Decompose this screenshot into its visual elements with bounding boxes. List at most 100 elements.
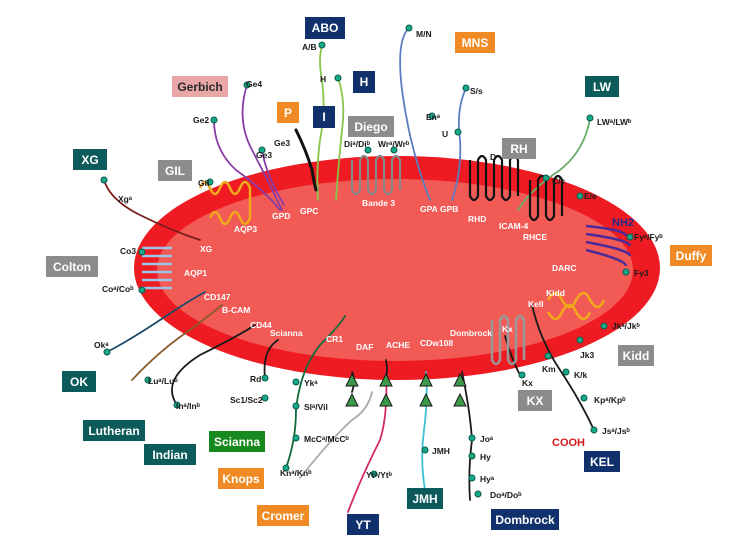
node-hy xyxy=(468,452,476,460)
node-yk xyxy=(292,378,300,386)
node-lw xyxy=(586,114,594,122)
mn-stem xyxy=(399,27,431,201)
antigen-cc: C/c xyxy=(552,176,566,186)
antigen-hy: Hy xyxy=(480,452,491,462)
antigen-kx: Kx xyxy=(522,378,533,388)
antigen-fy: Fyᵃ/Fyᵇ xyxy=(634,232,663,242)
node-js xyxy=(590,426,598,434)
protein-ache: ACHE xyxy=(386,340,410,350)
system-scianna: Scianna xyxy=(209,431,265,452)
antigen-sc: Sc1/Sc2 xyxy=(230,395,263,405)
system-p: P xyxy=(277,102,299,123)
node-lu xyxy=(144,376,152,384)
antigen-dia: Diᵃ/Diᵇ xyxy=(344,139,371,149)
system-knops: Knops xyxy=(218,468,264,489)
node-ss xyxy=(462,84,470,92)
node-ena xyxy=(428,112,436,120)
antigen-lw: LWᵃ/LWᵇ xyxy=(597,117,632,127)
antigen-km: Km xyxy=(542,364,556,374)
antigen-d: D xyxy=(490,152,496,162)
antigen-ge3b: Ge3 xyxy=(256,150,272,160)
protein-kx: Kx xyxy=(502,324,513,334)
ache-anchor xyxy=(379,372,393,407)
kidd-loops xyxy=(546,291,606,321)
antigen-coa: Coᵃ/Coᵇ xyxy=(102,284,134,294)
protein-rhce: RHCE xyxy=(523,232,547,242)
antigen-h: H xyxy=(320,74,326,84)
antigen-jk: Jkᵃ/Jkᵇ xyxy=(612,321,640,331)
antigen-wra: Wrᵃ/Wrᵇ xyxy=(378,139,410,149)
system-colton: Colton xyxy=(46,256,98,277)
membrane-inner xyxy=(157,179,633,361)
protein-cd147: CD147 xyxy=(204,292,231,302)
system-lw: LW xyxy=(585,76,619,97)
protein-aqp3: AQP3 xyxy=(234,224,257,234)
gerbich-ge4-stem xyxy=(241,84,283,211)
antigen-ok: Okᵃ xyxy=(94,340,109,350)
antigen-jk3: Jk3 xyxy=(580,350,594,360)
antigen-u: U xyxy=(442,129,448,139)
node-dia xyxy=(364,146,372,154)
gpi-anchors xyxy=(345,372,467,407)
protein-gpd: GPD xyxy=(272,211,290,221)
protein-rhd: RHD xyxy=(468,214,486,224)
xg-stem xyxy=(103,179,201,241)
system-ok: OK xyxy=(62,371,96,392)
kx-loops xyxy=(490,314,526,366)
antigen-ge4: Ge4 xyxy=(246,79,262,89)
node-jk xyxy=(600,322,608,330)
system-h: H xyxy=(353,71,375,93)
node-gil xyxy=(206,178,214,186)
node-h xyxy=(334,74,342,82)
antigen-kk: K/k xyxy=(574,370,588,380)
node-coa xyxy=(138,286,146,294)
protein-band3: Bande 3 xyxy=(362,198,395,208)
protein-cr1: CR1 xyxy=(326,334,343,344)
node-sl xyxy=(292,402,300,410)
protein-daf: DAF xyxy=(356,342,373,352)
node-u xyxy=(454,128,462,136)
protein-xg: XG xyxy=(200,244,213,254)
system-kel: KEL xyxy=(584,451,620,472)
kx-stem xyxy=(504,335,521,376)
darc-loops xyxy=(585,224,632,267)
node-fy3 xyxy=(622,268,630,276)
antigen-ee: E/e xyxy=(584,191,597,201)
node-kn xyxy=(282,464,290,472)
protein-cdw108: CDw108 xyxy=(420,338,453,348)
ok-stem xyxy=(106,291,206,353)
aqp1-loops xyxy=(142,246,172,290)
protein-kell: Kell xyxy=(528,299,544,309)
antigen-co3: Co3 xyxy=(120,246,136,256)
node-yt xyxy=(370,470,378,478)
system-diego: Diego xyxy=(348,116,394,137)
protein-dombrock: Dombrock xyxy=(450,328,492,338)
antigen-sl: Slᵃ/Vil xyxy=(304,402,328,412)
node-wra xyxy=(390,146,398,154)
antigen-yk: Ykᵃ xyxy=(304,378,318,388)
antigen-mcc: McCᵃ/McCᵇ xyxy=(304,434,349,444)
node-mn xyxy=(405,24,413,32)
protein-darc: DARC xyxy=(552,263,577,273)
system-i: I xyxy=(313,106,335,128)
node-hya xyxy=(468,474,476,482)
protein-aqp1: AQP1 xyxy=(184,268,207,278)
node-ge3a xyxy=(258,146,266,154)
system-dombrock: Dombrock xyxy=(491,509,559,530)
node-ok xyxy=(103,348,111,356)
antigen-gil: Gil xyxy=(198,178,209,188)
ss-stem xyxy=(451,87,467,201)
system-lutheran: Lutheran xyxy=(83,420,145,441)
system-kidd: Kidd xyxy=(618,345,654,366)
antigen-rd: Rd xyxy=(250,374,261,384)
antigen-ena: Enᵃ xyxy=(426,112,441,122)
system-mns: MNS xyxy=(455,32,495,53)
node-jmh xyxy=(421,446,429,454)
p-stem xyxy=(294,128,318,192)
cdw108-anchor xyxy=(419,372,433,407)
node-ab xyxy=(318,41,326,49)
h-stem xyxy=(335,77,345,201)
system-gerbich: Gerbich xyxy=(172,76,228,97)
antigen-ge3a: Ge3 xyxy=(274,138,290,148)
